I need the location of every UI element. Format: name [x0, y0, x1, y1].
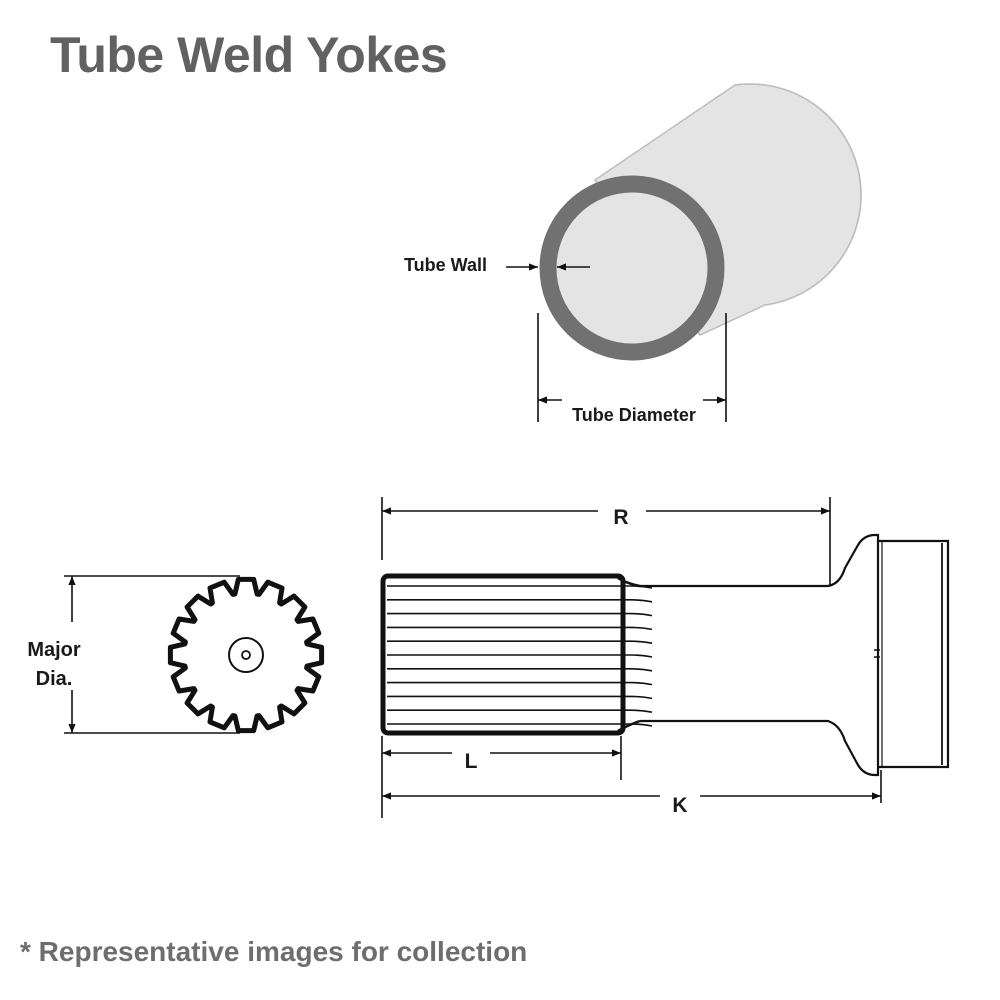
tube-body-edge — [734, 83, 862, 306]
dim-r-label: R — [613, 506, 628, 529]
major-dia-label-line2: Dia. — [36, 668, 73, 690]
yoke-side-view: R L K — [380, 497, 950, 818]
spline-groove-line — [387, 695, 653, 700]
dim-k-label: K — [672, 794, 687, 817]
yoke-weld-collar — [878, 539, 950, 769]
spline-groove-line — [387, 612, 653, 617]
spline-runout-top — [617, 576, 641, 588]
spline-groove-line — [387, 681, 653, 686]
tube-illustration: Tube Wall Tube Diameter — [404, 83, 862, 425]
tube-diameter-label: Tube Diameter — [572, 405, 696, 425]
tube-wall-label: Tube Wall — [404, 255, 487, 275]
footnote: * Representative images for collection — [20, 936, 528, 967]
spline-groove-line — [387, 626, 653, 631]
spline-end-view: Major Dia. — [27, 575, 325, 734]
spline-groove-line — [387, 668, 653, 672]
spline-groove-line — [387, 654, 653, 658]
yoke-body-outline — [640, 533, 880, 777]
spline-groove-line — [387, 585, 653, 589]
dim-l-label: L — [465, 750, 478, 773]
spline-center-ring — [228, 637, 264, 673]
spline-runout-bottom — [617, 719, 641, 733]
spline-groove-line — [387, 599, 653, 603]
spline-center-hole — [241, 650, 251, 660]
spline-groove-line — [387, 640, 653, 644]
major-dia-label-line1: Major — [27, 639, 81, 661]
page-title: Tube Weld Yokes — [50, 27, 448, 83]
spline-gear-outline — [167, 576, 325, 734]
tube-end-wall — [539, 175, 725, 361]
spline-groove-line — [387, 709, 653, 713]
